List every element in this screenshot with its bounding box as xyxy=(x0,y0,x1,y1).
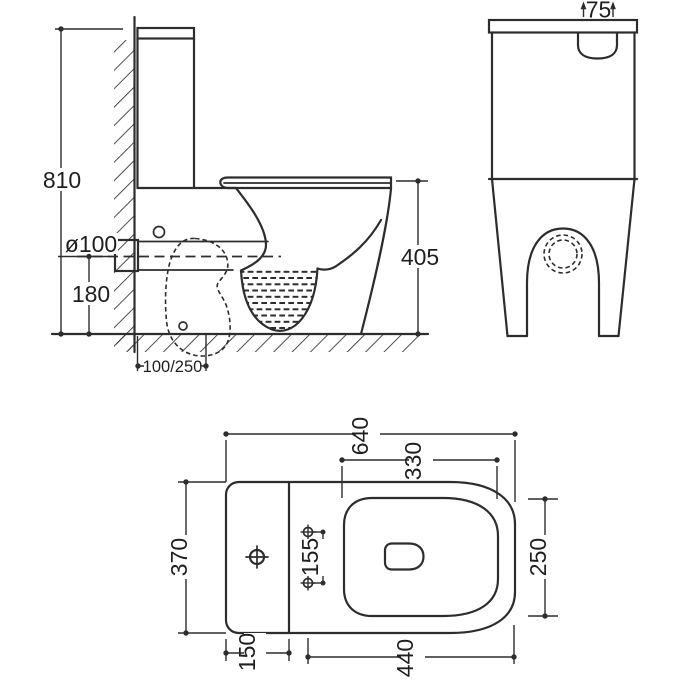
pan-outline-plan xyxy=(224,480,517,635)
outlet-pipe xyxy=(77,238,281,273)
wall-hatch xyxy=(114,40,135,351)
dim-pan-length: 440 xyxy=(305,625,517,678)
sump-outline-plan xyxy=(383,542,425,571)
supply-hole xyxy=(152,225,166,239)
up-arrow-icon xyxy=(580,1,587,10)
up-arrow-icon xyxy=(610,1,616,10)
bowl-back-curve xyxy=(316,218,383,271)
dim-rim-height: 405 xyxy=(396,178,440,337)
dim-fixing-hole-spacing: 155 xyxy=(297,529,327,586)
water-fill xyxy=(241,268,318,331)
dim-overall-height: 810 xyxy=(43,26,123,337)
dim-label-250: 250 xyxy=(525,538,551,576)
front-view: 75 xyxy=(487,0,639,338)
wall-pipe-collar xyxy=(113,238,140,273)
trapway-hidden-outline xyxy=(164,237,231,357)
outlet-hidden-inner xyxy=(548,239,578,269)
bowl-front-curve xyxy=(234,186,268,272)
dim-label-180: 180 xyxy=(72,281,110,307)
cistern-front-view xyxy=(487,18,639,181)
dim-label-75: 75 xyxy=(586,0,612,23)
pedestal-right xyxy=(617,177,636,338)
dim-label-810: 810 xyxy=(43,167,81,193)
dim-label-440: 440 xyxy=(392,639,418,677)
dim-label-405: 405 xyxy=(401,244,439,270)
seat-lid xyxy=(219,176,393,190)
cistern-lid xyxy=(136,26,196,40)
dim-seat-opening-width: 250 xyxy=(525,496,558,619)
cistern-side xyxy=(136,26,196,190)
plan-view: 640 330 370 250 xyxy=(166,415,558,678)
fixing-hole-side xyxy=(178,321,188,331)
dim-outlet-setout: 100/250 xyxy=(135,334,209,376)
outlet-hidden-outer xyxy=(543,234,583,274)
pan-side xyxy=(136,176,393,336)
side-view: 810 ø100 180 100/250 xyxy=(43,15,440,376)
pedestal-left xyxy=(490,177,509,338)
dim-overall-width: 370 xyxy=(166,479,226,636)
dim-outlet-diameter: ø100 xyxy=(64,231,118,257)
cistern-lid-front xyxy=(487,18,639,34)
dim-label-155: 155 xyxy=(297,538,323,576)
pedestal-outline xyxy=(359,187,393,336)
dim-label-100-250: 100/250 xyxy=(143,358,203,376)
fixing-hole-marker xyxy=(300,575,316,591)
tank-center-marker xyxy=(245,545,269,569)
dim-flush-slot: 75 xyxy=(580,0,616,23)
dim-label-o100: ø100 xyxy=(65,231,117,257)
floor-hatch xyxy=(116,335,420,352)
dim-label-640: 640 xyxy=(347,417,373,455)
flush-button-slot xyxy=(576,32,619,60)
dim-outlet-height: 180 xyxy=(58,253,110,337)
dim-label-330: 330 xyxy=(400,442,426,480)
seat-opening-plan xyxy=(342,496,500,618)
dim-tank-depth: 150 xyxy=(223,633,292,671)
dim-label-150: 150 xyxy=(234,633,260,671)
dim-overall-length: 640 xyxy=(223,415,518,502)
basin-curve xyxy=(239,267,319,332)
dim-seat-opening-length: 330 xyxy=(339,439,500,499)
pedestal-front-view xyxy=(490,177,636,338)
dim-label-370: 370 xyxy=(166,538,192,576)
base-arch xyxy=(525,227,601,338)
